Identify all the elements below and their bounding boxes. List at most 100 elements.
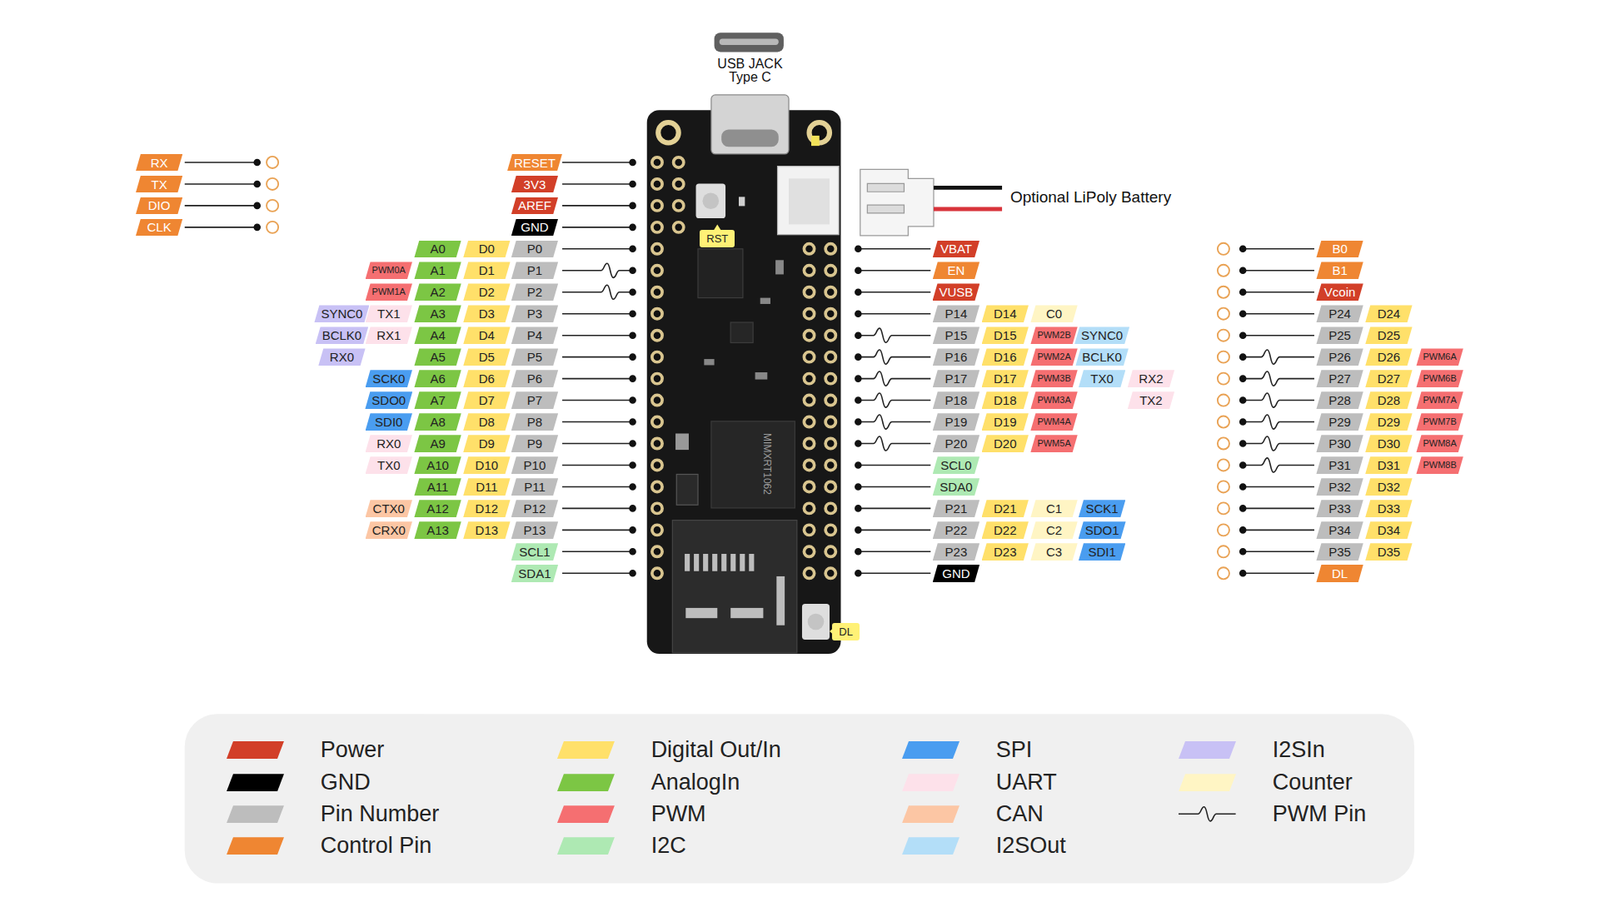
pin-label-text: A6 <box>429 372 445 385</box>
pin-number-tag: P4 <box>511 326 559 344</box>
can-tag: CRX0 <box>365 521 413 539</box>
pin-label-text: D25 <box>1377 328 1401 342</box>
pin-label-text: D31 <box>1377 458 1401 472</box>
control-pin-tag: DL <box>1315 564 1363 583</box>
analog-tag: A0 <box>413 240 461 259</box>
control-pin-tag: TX <box>135 175 183 194</box>
pin-label-text: D6 <box>478 372 495 385</box>
small-chip <box>730 322 753 343</box>
legend-swatch <box>226 837 285 855</box>
usb-receptacle <box>711 94 789 155</box>
digital-tag: D3 <box>463 304 510 323</box>
i2s-in-tag: SYNC0 <box>314 304 369 323</box>
pin-label-text: P26 <box>1328 350 1351 364</box>
digital-tag: D33 <box>1365 499 1412 518</box>
pin-label-text: PWM0A <box>372 265 406 275</box>
usb-jack-label: USB JACK Type C <box>710 57 790 85</box>
header-hole-centers <box>657 162 831 574</box>
pin-label-text: P0 <box>527 242 543 255</box>
component <box>775 259 784 275</box>
digital-tag: D35 <box>1365 543 1412 561</box>
i2c-tag: SDA1 <box>511 564 559 583</box>
legend-swatch <box>557 741 615 759</box>
uart-tag: TX0 <box>365 456 413 474</box>
pin-label-text: PWM2B <box>1036 330 1071 340</box>
pwm-tag: PWM4A <box>1030 413 1077 431</box>
analog-tag: A9 <box>413 434 461 453</box>
digital-tag: D28 <box>1365 391 1412 409</box>
counter-tag: C1 <box>1030 499 1077 518</box>
pin-label-text: P15 <box>945 328 968 342</box>
pin-label-text: D13 <box>475 523 499 537</box>
i2c-tag: SCL0 <box>932 456 980 474</box>
sd-contacts <box>684 553 754 572</box>
pin-label-text: D11 <box>475 480 498 494</box>
pin-label-text: CLK <box>147 220 172 234</box>
pin-label-text: PWM8B <box>1422 460 1456 470</box>
legend-swatch <box>557 837 615 855</box>
digital-tag: D11 <box>463 478 510 496</box>
pin-label-text: D16 <box>993 350 1017 364</box>
pin-number-tag: P28 <box>1315 391 1363 409</box>
component <box>676 473 698 505</box>
analog-tag: A13 <box>413 521 461 539</box>
pin-label-text: EN <box>947 264 966 277</box>
pin-label-text: P20 <box>945 437 968 450</box>
uart-tag: RX0 <box>365 434 413 453</box>
legend-text: AnalogIn <box>651 771 741 794</box>
dl-button-cap <box>807 613 825 631</box>
pin-label-text: D1 <box>478 264 495 277</box>
pwm-pin-sample <box>1178 807 1237 822</box>
pin-number-tag: P35 <box>1315 543 1363 561</box>
pin-label-text: PWM7A <box>1422 395 1456 405</box>
analog-tag: A10 <box>413 456 461 474</box>
legend-text: I2SOut <box>996 834 1067 858</box>
crystal <box>675 433 689 450</box>
digital-tag: D23 <box>981 543 1029 561</box>
digital-tag: D17 <box>981 369 1029 388</box>
battery-label: Optional LiPoly Battery <box>1010 189 1172 205</box>
pin-label-text: D30 <box>1377 437 1401 450</box>
leader-lines <box>184 162 258 228</box>
pin-label-text: D10 <box>475 458 499 472</box>
pin-label-text: D17 <box>993 372 1017 385</box>
pin-label-text: A12 <box>426 502 449 515</box>
pin-label-text: P25 <box>1328 328 1351 342</box>
led <box>738 196 745 206</box>
digital-tag: D26 <box>1365 348 1412 366</box>
digital-tag: D25 <box>1365 326 1412 344</box>
control-pin-tag: RX <box>135 154 183 172</box>
spi-tag: SCK1 <box>1078 499 1126 518</box>
pin-label-text: PWM7B <box>1422 417 1456 427</box>
pin-number-tag: P26 <box>1315 348 1363 366</box>
pin-label-text: SYNC0 <box>320 307 363 320</box>
pin-label-text: A7 <box>429 393 445 407</box>
pin-label-text: 3V3 <box>523 178 547 191</box>
digital-tag: D29 <box>1365 413 1412 431</box>
pin-number-tag: P32 <box>1315 478 1363 496</box>
processor-chip <box>711 421 795 509</box>
pwm-tag: PWM3B <box>1030 369 1077 388</box>
pin-number-tag: P11 <box>511 478 559 496</box>
pin-label-text: TX1 <box>377 307 401 320</box>
pin-number-tag: P21 <box>932 499 980 518</box>
pin-label-text: PWM8A <box>1422 438 1456 449</box>
pin-label-text: A3 <box>429 307 445 320</box>
reset-button-cap <box>702 192 720 210</box>
pin-number-tag: P27 <box>1315 369 1363 388</box>
pin-number-tag: P15 <box>932 326 980 344</box>
control-pin-tag: RESET <box>507 154 563 172</box>
pin-number-tag: P24 <box>1315 304 1363 323</box>
pwm-tag: PWM7B <box>1415 413 1463 431</box>
pin-number-tag: P10 <box>511 456 559 474</box>
pin-label-text: P11 <box>523 480 546 494</box>
pin-label-text: C0 <box>1046 307 1062 320</box>
pin-label-text: D15 <box>993 328 1017 342</box>
power-pin-tag: 3V3 <box>511 175 559 194</box>
digital-tag: D6 <box>463 369 510 388</box>
pin-label-text: D14 <box>993 307 1017 320</box>
pin-label-text: D18 <box>993 393 1017 407</box>
pin-number-tag: P3 <box>511 304 559 323</box>
leader-lines <box>857 249 931 574</box>
pin-label-text: P7 <box>527 393 543 407</box>
